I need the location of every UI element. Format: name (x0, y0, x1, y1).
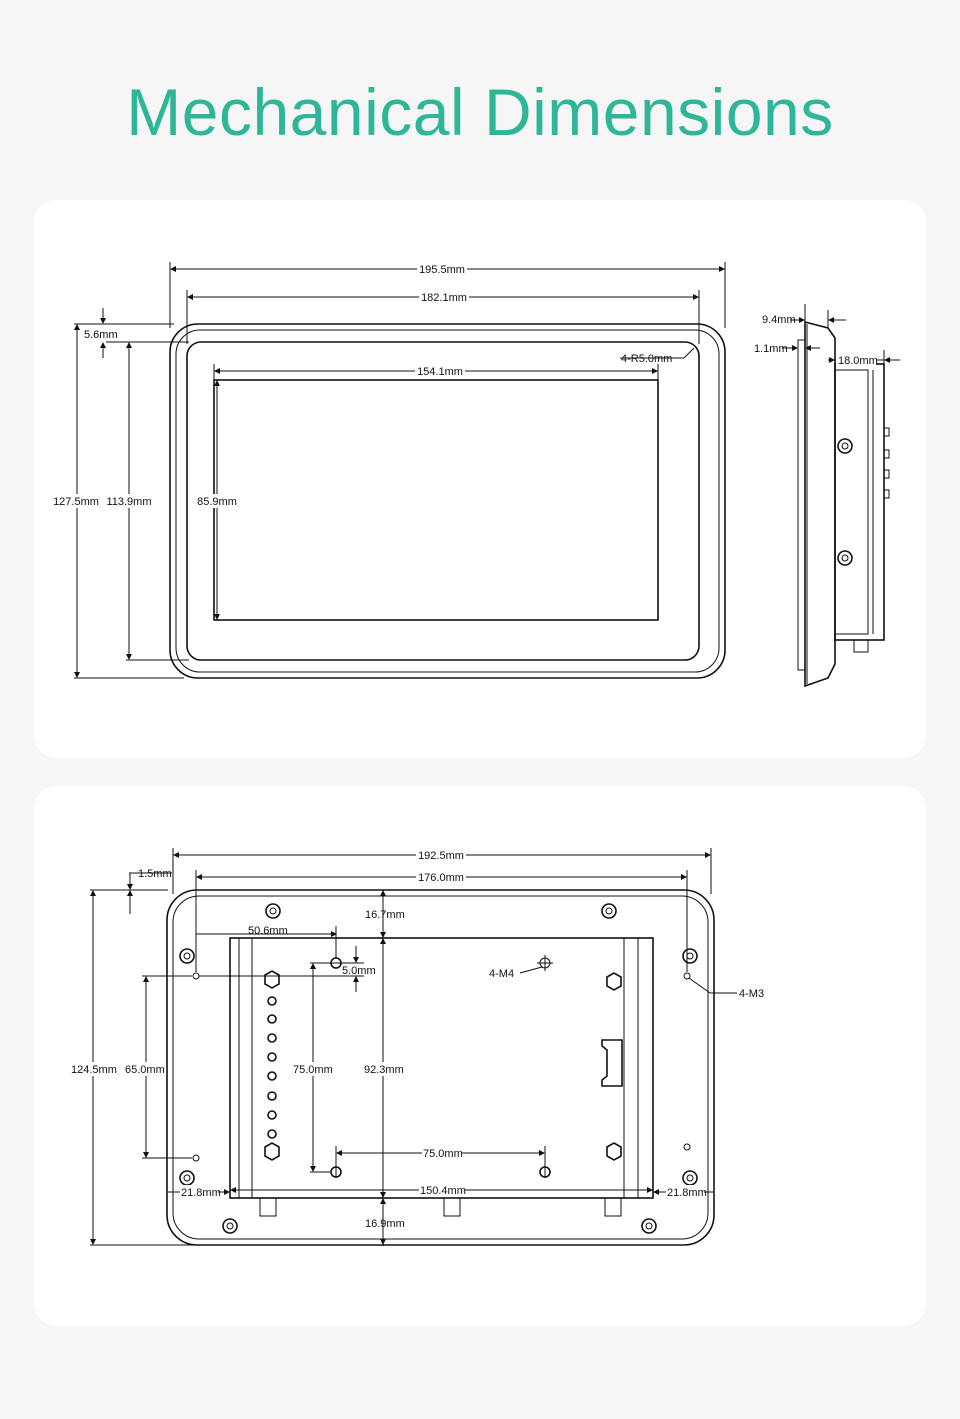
side-screw-bottom (837, 550, 853, 566)
hole-span-height-label: 65.0mm (125, 1064, 165, 1076)
edge-offset-label: 5.6mm (84, 329, 118, 341)
rear-drawing: 192.5mm 176.0mm 1.5mm 50.6mm 5.0mm 16.7m… (70, 848, 764, 1246)
rear-tab-right (604, 1197, 622, 1217)
rear-connector-column (264, 970, 280, 1161)
active-height-label: 85.9mm (197, 496, 237, 508)
rear-outer-frame (166, 889, 715, 1246)
m3-hole-top-right (683, 972, 691, 980)
bezel-height-label: 113.9mm (106, 496, 151, 508)
m3-hole-top-left (192, 972, 200, 980)
rear-inner-frame (172, 895, 709, 1240)
overall-height-label: 127.5mm (53, 496, 99, 508)
active-width-label: 154.1mm (417, 366, 463, 378)
front-thickness-label: 9.4mm (762, 314, 796, 326)
front-outer-frame-inner (175, 329, 720, 673)
top-margin-label: 16.7mm (365, 909, 405, 921)
bezel-width-label: 182.1mm (421, 292, 467, 304)
rear-tab-left (259, 1197, 277, 1217)
rear-overall-height-label: 124.5mm (71, 1064, 117, 1076)
body-depth-label: 18.0mm (838, 355, 878, 367)
corner-radius-label: 4-R5.0mm (621, 353, 672, 365)
rear-view-card: 192.5mm 176.0mm 1.5mm 50.6mm 5.0mm 16.7m… (34, 786, 926, 1326)
rear-hex-bottom (606, 1142, 622, 1161)
left-margin-label: 21.8mm (181, 1187, 221, 1199)
active-area (213, 379, 659, 621)
side-screw-top (837, 438, 853, 454)
bracket-width-label: 150.4mm (420, 1185, 466, 1197)
front-view-card: 195.5mm 182.1mm 154.1mm 4-R5.0mm 5.6mm 1… (34, 200, 926, 758)
bracket-height-label: 92.3mm (364, 1064, 404, 1076)
side-front-frame (804, 320, 836, 688)
top-hole-offset-label: 50.6mm (248, 925, 288, 937)
mount-screws-label: 4-M3 (739, 988, 764, 1000)
side-step (797, 339, 806, 671)
rear-hex-top (606, 972, 622, 991)
side-view (797, 320, 890, 688)
hdmi-port (601, 1039, 623, 1087)
side-connector (853, 639, 869, 653)
front-side-drawing: 195.5mm 182.1mm 154.1mm 4-R5.0mm 5.6mm 1… (52, 262, 900, 688)
side-body-inner (834, 369, 869, 635)
bezel-frame (186, 341, 700, 661)
page-title: Mechanical Dimensions (126, 75, 834, 149)
front-outer-frame (169, 323, 726, 679)
bottom-hole-span-label: 75.0mm (423, 1148, 463, 1160)
edge-margin-label: 1.5mm (138, 868, 172, 880)
rear-tab-center (443, 1197, 461, 1217)
vesa-screws-label: 4-M4 (489, 968, 514, 980)
hole-offset-small-label: 5.0mm (342, 965, 376, 977)
m3-hole-bottom-left (192, 1154, 200, 1162)
hole-span-width-label: 176.0mm (418, 872, 464, 884)
side-body (834, 363, 885, 641)
bottom-margin-label: 16.9mm (365, 1218, 405, 1230)
right-margin-label: 21.8mm (667, 1187, 707, 1199)
vesa-height-label: 75.0mm (293, 1064, 333, 1076)
rear-overall-width-label: 192.5mm (418, 850, 464, 862)
step-label: 1.1mm (754, 343, 788, 355)
m3-hole-bottom-right (683, 1143, 691, 1151)
overall-width-label: 195.5mm (419, 264, 465, 276)
